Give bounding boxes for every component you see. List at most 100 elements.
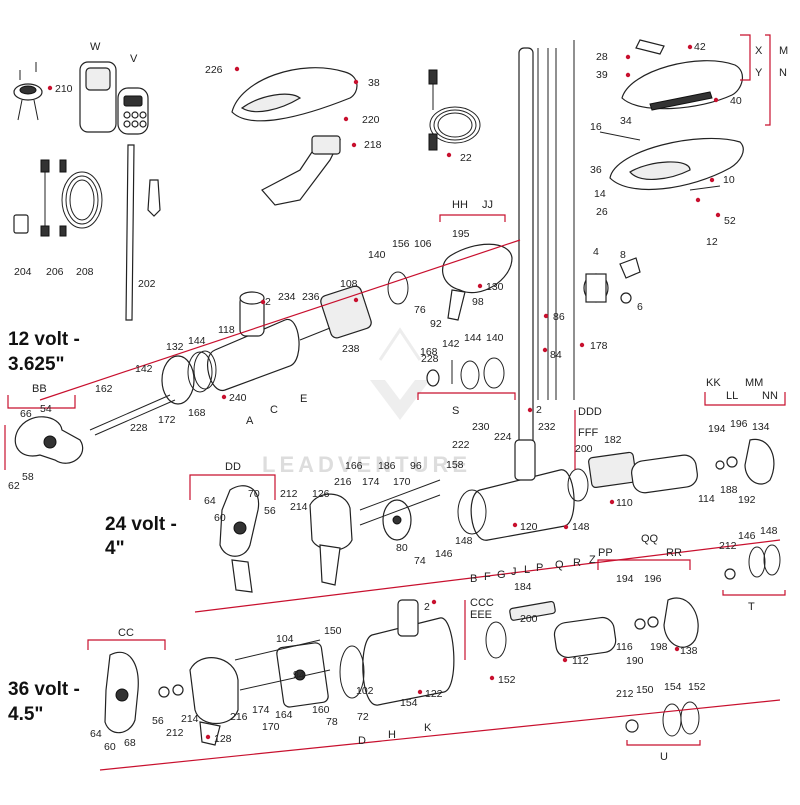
part-194-b: 194 [616,573,634,585]
part-60-b: 60 [104,741,116,753]
part-66: 66 [20,408,32,420]
letter-k: K [424,722,432,734]
part-212-c: 212 [166,727,184,739]
armature-36v [485,600,617,659]
letter-cc: CC [118,627,134,639]
part-200-a: 200 [575,443,593,455]
part-8: 8 [620,249,626,261]
part-226: 226 [205,64,223,76]
part-172: 172 [158,414,176,426]
part-230: 230 [472,421,490,433]
endcap-12v [387,243,513,321]
part-148-c: 148 [760,525,778,537]
part-126: 126 [312,488,330,500]
part-14: 14 [594,188,606,200]
part-208: 208 [76,266,94,278]
part-38: 38 [368,77,380,89]
prop-36v [104,651,139,734]
letter-fff: FFF [578,427,598,439]
part-62: 62 [8,480,20,492]
part-195: 195 [452,228,470,240]
letter-mm: MM [745,377,763,389]
part-216-b: 216 [230,711,248,723]
motor-housing-36v [158,657,239,746]
part-236: 236 [302,291,320,303]
part-122: 122 [425,688,443,700]
part-78: 78 [326,716,338,728]
part-164: 164 [275,709,293,721]
part-206: 206 [46,266,64,278]
section-12v-line2: 3.625" [8,354,65,375]
accessory-cables [13,144,161,321]
part-10: 10 [723,174,735,186]
part-152-a: 152 [498,674,516,686]
part-34: 34 [620,115,632,127]
part-214-b: 214 [181,713,199,725]
letter-y: Y [755,67,763,79]
letter-z: Z [589,554,596,566]
part-130: 130 [486,281,504,293]
letter-rr: RR [666,547,682,559]
part-54: 54 [40,403,52,415]
part-94: 94 [293,669,305,681]
part-232: 232 [538,421,556,433]
mount-bracket [261,135,341,206]
letter-x: X [755,45,763,57]
part-154-b: 154 [664,681,682,693]
remote-fob [13,62,43,121]
part-214-a: 214 [290,501,308,513]
part-212-d: 212 [616,688,634,700]
control-head [599,39,744,191]
part-120: 120 [520,521,538,533]
part-56-b: 56 [152,715,164,727]
part-108: 108 [340,278,358,290]
part-64-b: 64 [90,728,102,740]
part-150-b: 150 [636,684,654,696]
letter-jj: JJ [482,199,493,211]
letter-q: Q [555,559,564,571]
watermark-text: LEADVENTURE [262,452,471,477]
part-92: 92 [430,318,442,330]
part-138: 138 [680,645,698,657]
letter-bb: BB [32,383,47,395]
part-134: 134 [752,421,770,433]
tube-36v [339,599,455,706]
part-6: 6 [637,301,643,313]
part-2-shaft: 2 [536,404,542,416]
part-74: 74 [414,555,426,567]
letter-e: E [300,393,307,405]
section-12v-line1: 12 volt - [8,329,80,350]
letter-ccc: CCC [470,597,494,609]
part-28: 28 [596,51,608,63]
part-240: 240 [229,392,247,404]
part-132: 132 [166,341,184,353]
letter-s: S [452,405,459,417]
part-118: 118 [218,324,235,336]
part-39: 39 [596,69,608,81]
pcb-24v [359,479,441,541]
part-102: 102 [356,685,374,697]
part-26: 26 [596,206,608,218]
endcap-36v [634,597,699,648]
letter-dd: DD [225,461,241,473]
part-220: 220 [362,114,380,126]
remote-w [79,61,117,133]
part-218: 218 [364,139,382,151]
letter-j: J [511,566,517,578]
letter-pp: PP [598,547,613,559]
part-22: 22 [460,152,472,164]
part-86: 86 [553,311,565,323]
section-24v-line1: 24 volt - [105,514,177,535]
part-198: 198 [650,641,668,653]
part-40: 40 [730,95,742,107]
part-106: 106 [414,238,432,250]
watermark-logo [370,327,430,420]
part-168-a: 168 [188,407,206,419]
armature-24v [567,451,698,502]
letter-t: T [748,601,755,613]
part-128: 128 [214,733,232,745]
part-80: 80 [396,542,408,554]
part-188: 188 [720,484,738,496]
part-174-b: 174 [252,704,270,716]
part-52: 52 [724,215,736,227]
